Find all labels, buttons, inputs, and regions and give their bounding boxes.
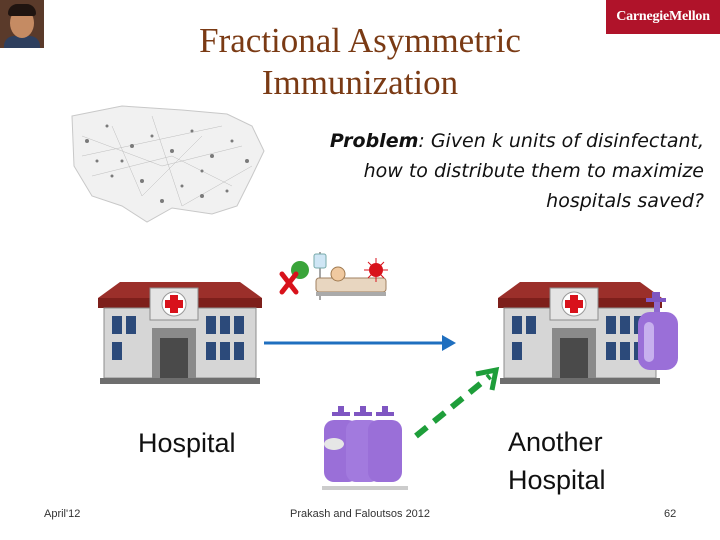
another-hospital-label-line-2: Hospital — [508, 465, 606, 495]
hospital-label: Hospital — [138, 428, 236, 458]
another-hospital-image — [498, 282, 662, 384]
title-line-2: Immunization — [261, 63, 459, 102]
hospital-image — [98, 282, 262, 384]
cmu-logo: CarnegieMellon — [606, 0, 720, 34]
transfer-arrow — [264, 335, 456, 351]
another-hospital-label-line-1: Another — [508, 427, 603, 457]
us-network-map-image — [71, 105, 265, 223]
problem-line-2: how to distribute them to maximize — [363, 160, 704, 182]
disinfectant-arrow — [414, 366, 500, 439]
page-number: 62 — [664, 508, 677, 520]
disinfectant-bottles-image — [322, 406, 408, 490]
presenter-photo — [0, 0, 44, 48]
problem-statement: Problem: Given k units of disinfectant, … — [240, 126, 704, 216]
another-hospital-label: Another Hospital — [508, 423, 606, 499]
problem-line-1: : Given k units of disinfectant, — [418, 130, 704, 152]
disinfectant-bottle-image — [638, 292, 678, 370]
slide-title: Fractional Asymmetric Immunization — [120, 20, 600, 104]
title-line-1: Fractional Asymmetric — [199, 21, 521, 60]
infected-patient-image — [279, 252, 388, 300]
footer-authors: Prakash and Faloutsos 2012 — [290, 508, 431, 520]
problem-label: Problem — [329, 130, 419, 152]
footer-date: April'12 — [44, 508, 81, 520]
problem-line-3: hospitals saved? — [546, 190, 704, 212]
